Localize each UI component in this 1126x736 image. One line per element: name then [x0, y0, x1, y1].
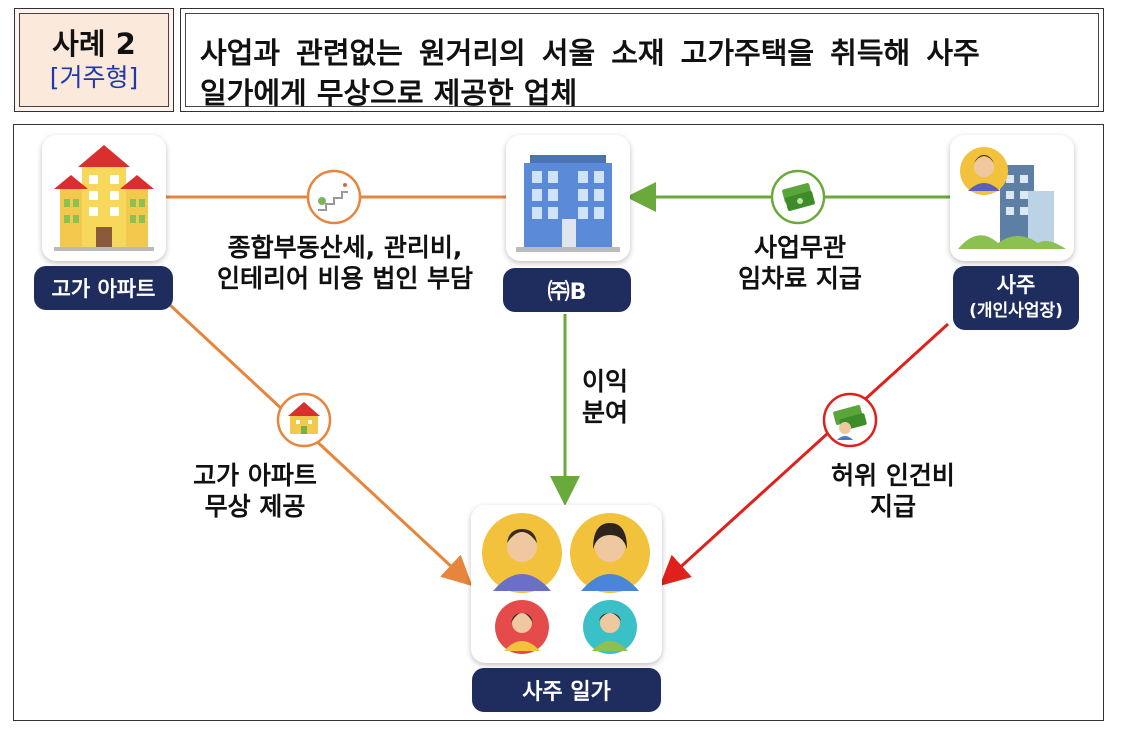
free-provision-line-1: 고가 아파트 — [193, 461, 317, 490]
case-type: [거주형] — [49, 63, 139, 92]
apartment-small-icon — [276, 392, 332, 448]
owner-badge: 사주 (개인사업장) — [953, 266, 1079, 330]
family-badge: 사주 일가 — [472, 668, 661, 712]
company-card — [506, 135, 630, 261]
wage-icon — [822, 392, 878, 448]
company-badge: ㈜B — [503, 268, 631, 312]
apartment-badge: 고가 아파트 — [34, 266, 173, 310]
case-title-line-2: 일가에게 무상으로 제공한 업체 — [200, 76, 578, 110]
free-provision-label: 고가 아파트 무상 제공 — [175, 460, 335, 522]
family-members-icon — [482, 513, 650, 654]
owner-label: 사주 — [996, 273, 1036, 297]
family-card — [471, 505, 662, 663]
apartment-costs-line-2: 인테리어 비용 법인 부담 — [216, 264, 474, 293]
owner-card — [950, 135, 1074, 261]
arrow-fake-wage — [659, 322, 950, 587]
rent-line-1: 사업무관 — [753, 233, 846, 262]
case-number: 사례 2 — [52, 27, 136, 61]
rent-label: 사업무관 임차료 지급 — [720, 232, 880, 294]
apartment-building-icon — [54, 145, 154, 251]
rent-line-2: 임차료 지급 — [738, 264, 862, 293]
apartment-card — [42, 135, 166, 261]
owner-with-building-icon — [958, 147, 1066, 249]
money-icon — [770, 169, 826, 225]
case-title-line-1: 사업과 관련없는 원거리의 서울 소재 고가주택을 취득해 사주 — [200, 36, 980, 70]
fake-wage-line-1: 허위 인건비 — [831, 461, 955, 490]
arrow-free-provision — [168, 303, 473, 587]
fake-wage-label: 허위 인건비 지급 — [808, 460, 978, 522]
diagram-frame — [13, 124, 1104, 721]
profit-line-1: 이익 — [581, 367, 628, 396]
apartment-costs-line-1: 종합부동산세, 관리비, — [227, 233, 463, 262]
fake-wage-line-2: 지급 — [869, 492, 916, 521]
profit-line-2: 분여 — [581, 398, 628, 427]
owner-sublabel: (개인사업장) — [969, 301, 1063, 321]
profit-label: 이익 분여 — [570, 366, 640, 428]
apartment-costs-label: 종합부동산세, 관리비, 인테리어 비용 법인 부담 — [190, 232, 500, 294]
interior-icon — [306, 169, 362, 225]
free-provision-line-2: 무상 제공 — [204, 492, 306, 521]
case-title-box: 사업과 관련없는 원거리의 서울 소재 고가주택을 취득해 사주 일가에게 무상… — [180, 8, 1104, 112]
case-label-box: 사례 2 [거주형] — [14, 8, 174, 112]
office-building-icon — [516, 155, 620, 252]
